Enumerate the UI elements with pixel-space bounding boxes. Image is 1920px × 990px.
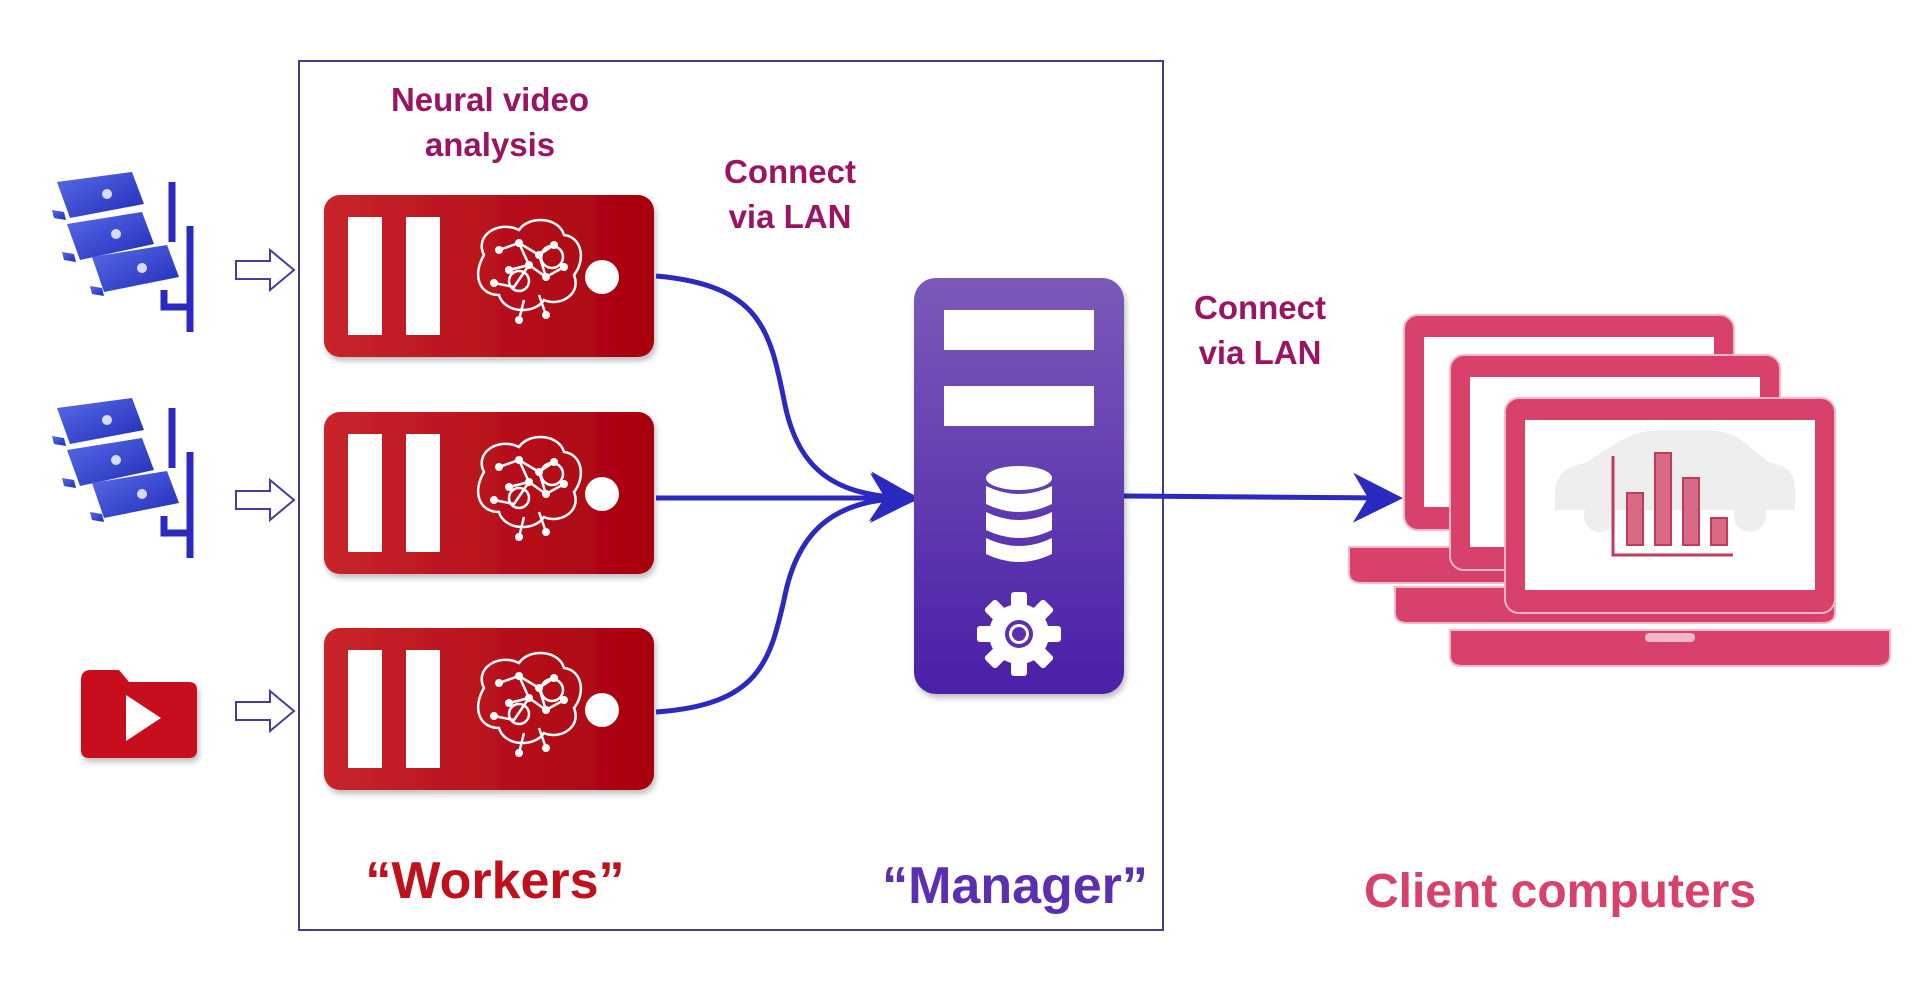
- neural-video-analysis-label: Neural video analysis: [350, 78, 630, 167]
- connect-label-line1: Connect: [724, 153, 856, 190]
- gear-icon: [977, 592, 1061, 676]
- workers-label: “Workers”: [365, 852, 625, 910]
- manager-label: “Manager”: [882, 857, 1148, 915]
- input-arrow-icon: [235, 249, 295, 291]
- connect-label-line2: via LAN: [1198, 333, 1322, 371]
- connect-lan-label-workers: Connect via LAN: [690, 150, 890, 239]
- play-folder-icon: [81, 670, 197, 758]
- camera-icon: [52, 398, 190, 558]
- analytics-chart-icon: [1555, 430, 1795, 557]
- camera-icon: [52, 172, 190, 332]
- input-arrow-icon: [235, 690, 295, 732]
- connect-lan-label-clients: Connect via LAN: [1160, 286, 1360, 375]
- neural-label-line1: Neural video: [390, 81, 590, 118]
- worker-server-icon: [324, 412, 654, 574]
- database-icon: [986, 466, 1052, 562]
- client-computers-label: Client computers: [1363, 865, 1757, 918]
- connect-label-line2: via LAN: [728, 197, 852, 235]
- neural-label-line2: analysis: [424, 125, 556, 163]
- lan-connections: [655, 273, 1403, 715]
- worker-server-icon: [324, 628, 654, 790]
- worker-server-icon: [324, 195, 654, 357]
- connect-label-line1: Connect: [1194, 289, 1326, 326]
- input-arrow-icon: [235, 479, 295, 521]
- manager-server-icon: [914, 278, 1124, 694]
